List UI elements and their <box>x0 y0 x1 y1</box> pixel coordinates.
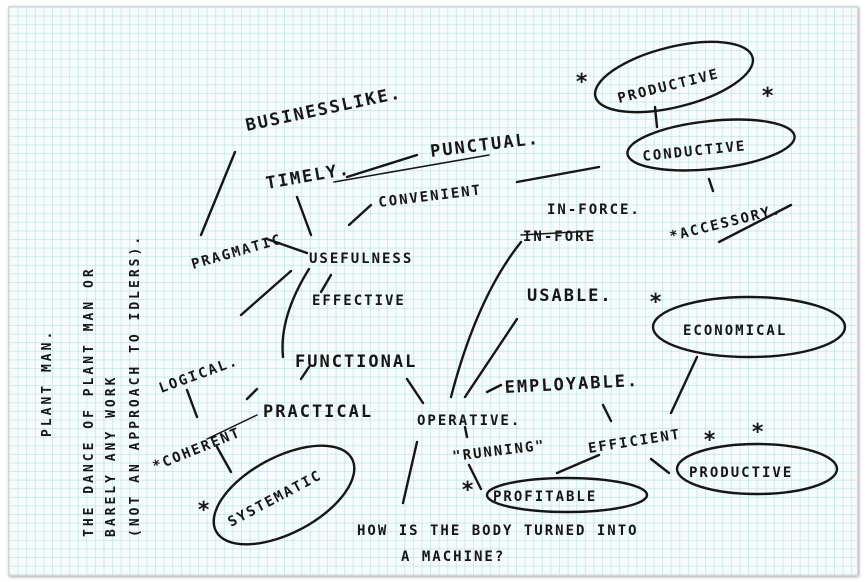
side-note-idlers: (NOT AN APPROACH TO IDLERS). <box>128 234 143 537</box>
line-operative-inforce <box>449 240 523 399</box>
side-note-plant-man: PLANT MAN. <box>40 329 55 437</box>
grid-paper-sheet: PLANT MAN. THE DANCE OF PLANT MAN OR BAR… <box>8 6 858 576</box>
line-timely-punctual <box>345 153 419 179</box>
word-conductive: CONDUCTIVE <box>642 138 747 165</box>
line-coherent-practical <box>245 387 259 401</box>
line-coherent-systematic <box>215 445 233 474</box>
star-productive-bottom: * <box>751 420 764 445</box>
word-punctual: PUNCTUAL. <box>429 129 541 162</box>
line-efficient-productive <box>649 457 671 475</box>
word-usable: USABLE. <box>527 286 613 306</box>
word-employable: EMPLOYABLE. <box>504 371 639 398</box>
line-functional-operative <box>405 377 425 405</box>
word-in-force: IN-FORCE. <box>547 202 641 218</box>
oval-productive-bottom <box>675 442 839 496</box>
star-productive-top: * <box>575 70 588 95</box>
line-operative-usable <box>463 317 519 399</box>
line-running-profitable <box>467 463 483 491</box>
word-logical: LOGICAL. <box>157 353 241 397</box>
line-businesslike-pragmatic <box>199 150 237 237</box>
oval-productive-top <box>593 40 755 114</box>
line-usefulness-convenient <box>347 203 373 227</box>
oval-conductive <box>626 118 796 172</box>
strikethrough-in-force <box>520 230 594 236</box>
line-logical-coherent <box>185 388 199 419</box>
mind-map-sketch: PLANT MAN. THE DANCE OF PLANT MAN OR BAR… <box>40 40 847 565</box>
star-efficient: * <box>703 428 716 453</box>
side-note-dance: THE DANCE OF PLANT MAN OR <box>82 266 97 537</box>
line-operative-employable <box>485 383 503 394</box>
side-notes: PLANT MAN. THE DANCE OF PLANT MAN OR BAR… <box>40 234 143 537</box>
line-operative-question <box>401 440 419 505</box>
line-coherent-underline <box>206 414 258 440</box>
word-efficient: EFFICIENT <box>587 426 682 456</box>
word-systematic: SYSTEMATIC <box>225 467 325 530</box>
line-efficient-economical <box>669 355 699 415</box>
line-functional-practical <box>299 365 311 381</box>
word-economical: ECONOMICAL <box>683 323 787 339</box>
line-convenient-productive <box>515 165 601 184</box>
star-systematic: * <box>197 498 210 523</box>
word-convenient: CONVENIENT <box>378 182 483 211</box>
line-usefulness-functional <box>281 267 311 359</box>
oval-economical <box>651 295 847 359</box>
line-operative-running <box>463 425 469 439</box>
word-pragmatic: PRAGMATIC <box>190 232 285 273</box>
word-labels: BUSINESSLIKE. PUNCTUAL. TIMELY. CONVENIE… <box>151 66 793 530</box>
word-functional: FUNCTIONAL <box>295 352 417 372</box>
question-line-1: HOW IS THE BODY TURNED INTO <box>357 523 639 539</box>
line-usefulness-logical <box>239 269 293 317</box>
star-conductive: * <box>761 84 774 109</box>
line-timely-usefulness <box>295 195 313 237</box>
word-businesslike: BUSINESSLIKE. <box>244 83 404 136</box>
word-in-force-struck: IN-FORE <box>523 229 596 245</box>
line-usefulness-effective <box>319 273 333 294</box>
line-conductive-accessory <box>707 177 715 193</box>
word-productive-top: PRODUCTIVE <box>616 66 721 107</box>
star-profitable: * <box>461 478 474 503</box>
word-effective: EFFECTIVE <box>312 293 406 309</box>
word-productive-bottom: PRODUCTIVE <box>689 465 793 481</box>
question: HOW IS THE BODY TURNED INTO A MACHINE? <box>357 523 639 565</box>
star-marks: * * * * * * * <box>197 70 774 523</box>
line-employable-efficient <box>601 403 613 423</box>
word-practical: PRACTICAL <box>263 402 373 422</box>
connector-lines <box>185 105 793 505</box>
word-running: "RUNNING" <box>452 438 547 465</box>
word-profitable: PROFITABLE <box>493 489 597 505</box>
word-usefulness: USEFULNESS <box>309 251 413 267</box>
word-operative: OPERATIVE. <box>417 413 521 429</box>
word-ovals <box>212 40 847 546</box>
line-punctual-underline <box>333 154 490 183</box>
side-note-barely: BARELY ANY WORK <box>104 375 119 537</box>
oval-systematic <box>212 444 356 546</box>
question-line-2: A MACHINE? <box>401 549 505 565</box>
star-economical: * <box>649 290 662 315</box>
oval-profitable <box>485 476 649 514</box>
line-efficient-profitable <box>555 453 601 475</box>
line-accessory-underline <box>717 203 793 244</box>
line-pragmatic-usefulness <box>265 237 309 255</box>
word-timely: TIMELY. <box>264 159 352 194</box>
